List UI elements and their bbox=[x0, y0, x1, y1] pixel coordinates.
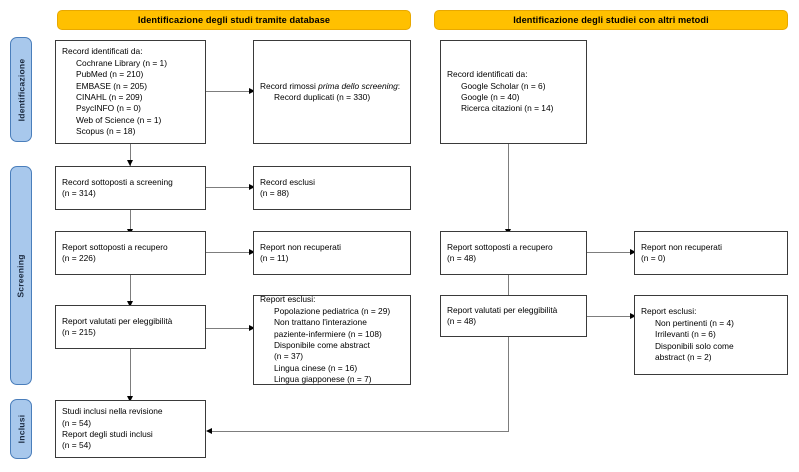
connector-identified-to-screened bbox=[130, 144, 131, 166]
records-identified-other-heading: Record identificati da: bbox=[447, 69, 528, 80]
records-identified-db-item: Cochrane Library (n = 1) bbox=[76, 57, 168, 68]
studies-included-line1: Studi inclusi nella revisione bbox=[62, 406, 163, 417]
arrow-sought-to-assessed bbox=[126, 301, 133, 307]
connector-other-assessed-to-excluded bbox=[587, 316, 631, 317]
records-identified-other-item: Ricerca citazioni (n = 14) bbox=[461, 103, 554, 114]
banner-other-methods: Identificazione degli studiei con altri … bbox=[434, 10, 788, 30]
records-screened-line2: (n = 314) bbox=[62, 188, 96, 198]
stage-label-included: Inclusi bbox=[10, 399, 32, 459]
arrow-other-to-included bbox=[206, 427, 212, 434]
studies-included-line4: (n = 54) bbox=[62, 440, 92, 451]
reports-not-retrieved-line1: Report non recuperati bbox=[260, 241, 342, 252]
box-records-excluded: Record esclusi (n = 88) bbox=[253, 166, 411, 210]
records-identified-db-item: Scopus (n = 18) bbox=[76, 126, 136, 137]
connector-other-assessed-elbow-horizontal bbox=[212, 431, 509, 432]
connector-screened-to-excluded bbox=[206, 187, 250, 188]
reports-assessed-line1: Report valutati per eleggibilità bbox=[62, 315, 173, 326]
reports-assessed-other-line2: (n = 48) bbox=[447, 316, 477, 326]
reports-sought-other-line2: (n = 48) bbox=[447, 253, 477, 263]
box-reports-sought-other: Report sottoposti a recupero (n = 48) bbox=[440, 231, 587, 275]
reports-excluded-other-item: Disponibili solo come bbox=[655, 340, 734, 351]
connector-screened-to-sought bbox=[130, 210, 131, 235]
stage-label-included-text: Inclusi bbox=[16, 414, 26, 444]
records-excluded-line1: Record esclusi bbox=[260, 176, 315, 187]
box-records-identified-other-methods: Record identificati da: Google Scholar (… bbox=[440, 40, 587, 144]
records-identified-db-item: EMBASE (n = 205) bbox=[76, 80, 147, 91]
connector-assessed-to-excluded bbox=[206, 328, 250, 329]
reports-not-retrieved-line2: (n = 11) bbox=[260, 253, 289, 263]
arrow-screened-to-excluded bbox=[249, 183, 255, 190]
box-reports-sought: Report sottoposti a recupero (n = 226) bbox=[55, 231, 206, 275]
reports-excluded-item: paziente-infermiere (n = 108) bbox=[274, 328, 382, 339]
reports-assessed-other-line1: Report valutati per eleggibilità bbox=[447, 304, 558, 315]
records-identified-other-item: Google (n = 40) bbox=[461, 92, 520, 102]
reports-sought-line1: Report sottoposti a recupero bbox=[62, 241, 168, 252]
records-identified-db-item: CINAHL (n = 209) bbox=[76, 92, 143, 102]
reports-sought-other-line1: Report sottoposti a recupero bbox=[447, 241, 553, 252]
connector-other-sought-to-assessed bbox=[508, 275, 509, 307]
box-reports-excluded-reasons: Report esclusi: Popolazione pediatrica (… bbox=[253, 295, 411, 385]
records-removed-heading-a: Record rimossi bbox=[260, 80, 319, 91]
studies-included-line2: (n = 54) bbox=[62, 417, 92, 428]
records-removed-heading-b: : bbox=[397, 80, 401, 91]
connector-other-sought-to-notretrieved bbox=[587, 252, 631, 253]
reports-excluded-other-item: abstract (n = 2) bbox=[655, 352, 712, 363]
reports-excluded-other-item: Irrilevanti (n = 6) bbox=[655, 329, 716, 340]
box-records-removed-before-screening: Record rimossi prima dello screening: Re… bbox=[253, 40, 411, 144]
records-identified-other-item: Google Scholar (n = 6) bbox=[461, 80, 546, 91]
reports-sought-line2: (n = 226) bbox=[62, 253, 96, 263]
reports-excluded-other-item: Non pertinenti (n = 4) bbox=[655, 317, 734, 328]
connector-other-identified-to-sought bbox=[508, 144, 509, 235]
box-studies-included: Studi inclusi nella revisione (n = 54) R… bbox=[55, 400, 206, 458]
records-removed-heading: Record rimossi prima dello screening: bbox=[260, 81, 404, 92]
studies-included-line3: Report degli studi inclusi bbox=[62, 429, 153, 439]
banner-database: Identificazione degli studi tramite data… bbox=[57, 10, 411, 30]
reports-excluded-item: Disponibile come abstract bbox=[274, 340, 370, 350]
records-identified-db-item: Web of Science (n = 1) bbox=[76, 114, 162, 125]
arrow-identified-to-removed bbox=[249, 87, 255, 94]
box-reports-not-retrieved-other: Report non recuperati (n = 0) bbox=[634, 231, 788, 275]
connector-sought-to-notretrieved bbox=[206, 252, 250, 253]
connector-assessed-to-included bbox=[130, 349, 131, 401]
records-identified-db-heading: Record identificati da: bbox=[62, 46, 143, 57]
reports-excluded-item: (n = 37) bbox=[274, 351, 304, 362]
reports-not-retrieved-other-line1: Report non recuperati bbox=[641, 241, 723, 252]
reports-excluded-other-heading: Report esclusi: bbox=[641, 306, 697, 317]
reports-excluded-item: Popolazione pediatrica (n = 29) bbox=[274, 305, 391, 316]
box-reports-assessed-other: Report valutati per eleggibilità (n = 48… bbox=[440, 295, 587, 337]
records-removed-item: Record duplicati (n = 330) bbox=[274, 92, 371, 102]
records-identified-db-item: PubMed (n = 210) bbox=[76, 69, 144, 80]
records-identified-db-item: PsycINFO (n = 0) bbox=[76, 103, 141, 114]
connector-sought-to-assessed bbox=[130, 275, 131, 307]
stage-label-identification: Identificazione bbox=[10, 37, 32, 142]
box-records-screened: Record sottoposti a screening (n = 314) bbox=[55, 166, 206, 210]
arrow-assessed-to-included bbox=[126, 396, 133, 402]
records-screened-line1: Record sottoposti a screening bbox=[62, 176, 173, 187]
connector-identified-to-removed bbox=[206, 91, 250, 92]
reports-assessed-line2: (n = 215) bbox=[62, 327, 96, 337]
box-reports-excluded-other-reasons: Report esclusi: Non pertinenti (n = 4) I… bbox=[634, 295, 788, 375]
stage-label-screening-text: Screening bbox=[16, 253, 27, 298]
stage-label-identification-text: Identificazione bbox=[16, 58, 26, 121]
reports-excluded-item: Lingua giapponese (n = 7) bbox=[274, 374, 372, 385]
connector-other-assessed-elbow-vertical bbox=[508, 337, 509, 431]
box-reports-assessed: Report valutati per eleggibilità (n = 21… bbox=[55, 305, 206, 349]
arrow-assessed-to-excluded bbox=[249, 324, 255, 331]
arrow-other-assessed-to-excluded bbox=[630, 312, 636, 319]
arrow-sought-to-notretrieved bbox=[249, 248, 255, 255]
box-reports-not-retrieved: Report non recuperati (n = 11) bbox=[253, 231, 411, 275]
reports-not-retrieved-other-line2: (n = 0) bbox=[641, 253, 666, 263]
arrow-identified-to-screened bbox=[126, 160, 133, 166]
arrow-other-sought-to-notretrieved bbox=[630, 248, 636, 255]
reports-excluded-item: Non trattano l'interazione bbox=[274, 317, 367, 328]
records-excluded-line2: (n = 88) bbox=[260, 188, 290, 198]
stage-label-screening: Screening bbox=[10, 166, 32, 385]
reports-excluded-heading: Report esclusi: bbox=[260, 295, 316, 305]
records-removed-heading-italic: prima dello screening bbox=[318, 80, 398, 91]
reports-excluded-item: Lingua cinese (n = 16) bbox=[274, 362, 358, 373]
box-records-identified-database: Record identificati da: Cochrane Library… bbox=[55, 40, 206, 144]
